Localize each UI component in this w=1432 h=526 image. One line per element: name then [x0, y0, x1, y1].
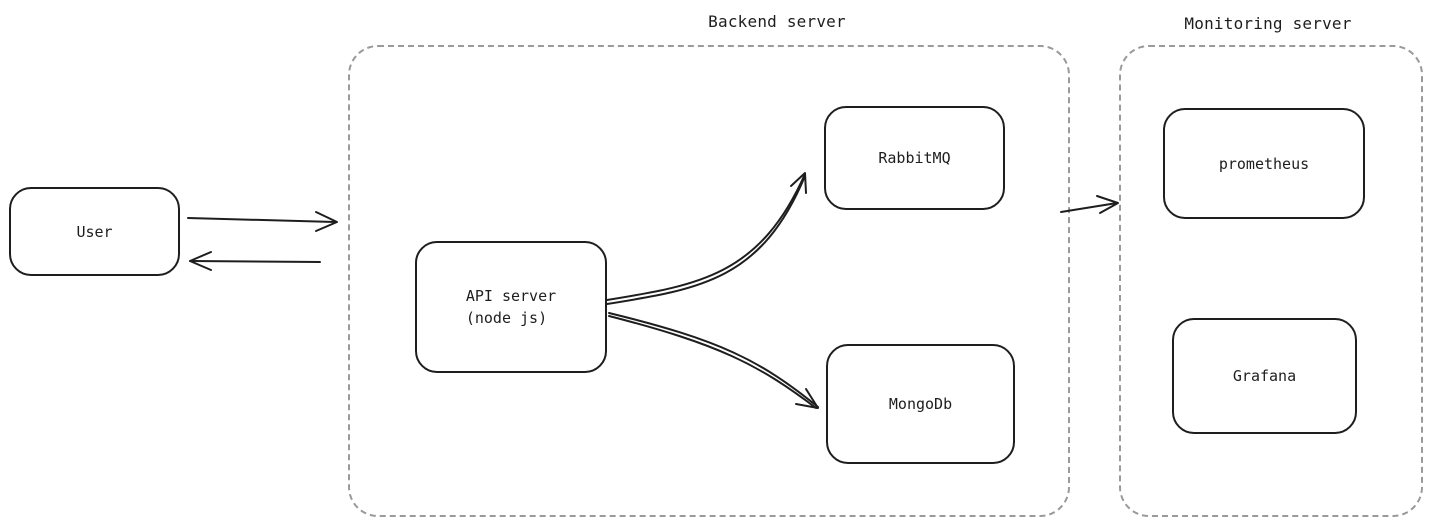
prometheus-node[interactable]: prometheus	[1163, 108, 1365, 219]
monitoring-server-group-label: Monitoring server	[1184, 14, 1352, 33]
edge-backend-to-user-line	[189, 260, 321, 263]
user-node-label: User	[76, 222, 113, 241]
rabbitmq-node-label: RabbitMQ	[878, 149, 951, 167]
edge-user-to-backend-arrowhead	[315, 211, 338, 232]
mongodb-node[interactable]: MongoDb	[826, 344, 1015, 464]
mongodb-node-label: MongoDb	[888, 395, 953, 413]
edge-backend-to-user[interactable]	[189, 251, 321, 271]
backend-server-group-label: Backend server	[708, 12, 846, 31]
edge-user-to-backend[interactable]	[187, 211, 338, 232]
rabbitmq-node[interactable]: RabbitMQ	[824, 106, 1005, 210]
prometheus-node-label: prometheus	[1218, 154, 1310, 173]
grafana-node-label: Grafana	[1232, 367, 1297, 385]
edge-backend-to-user-arrowhead	[189, 251, 212, 271]
edge-user-to-backend-line	[187, 217, 336, 223]
api-server-node[interactable]: API server (node js)	[415, 241, 607, 373]
monitoring-server-group[interactable]	[1119, 45, 1423, 517]
api-server-label-line1: API server	[465, 287, 557, 305]
api-server-node-label: API server (node js)	[466, 285, 556, 329]
user-node[interactable]: User	[9, 187, 180, 276]
api-server-label-line2: (node js)	[465, 309, 548, 327]
grafana-node[interactable]: Grafana	[1172, 318, 1357, 434]
backend-server-group[interactable]	[348, 45, 1070, 517]
edge-backend-to-monitoring-arrowhead	[1096, 195, 1119, 214]
